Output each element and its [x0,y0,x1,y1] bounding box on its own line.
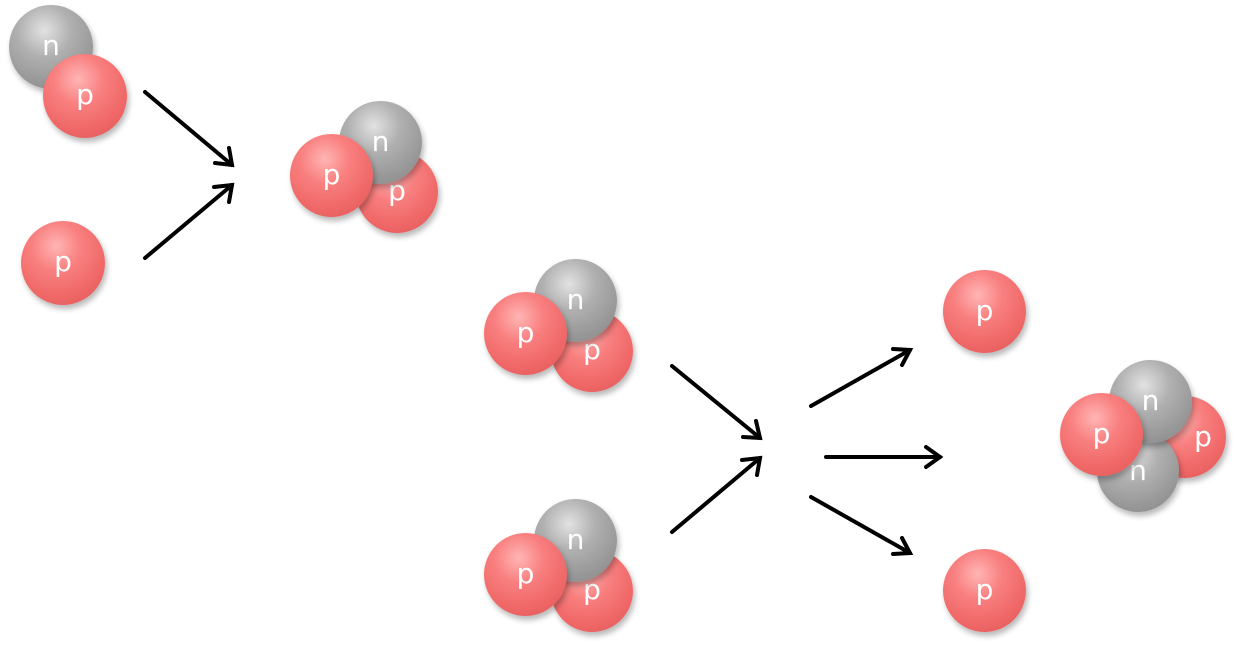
proton: p [43,54,127,138]
proton: p [1060,393,1143,476]
arrow-helium3-top-to-merge [670,364,763,441]
proton: p [290,134,373,217]
proton: p [484,533,567,616]
arrow-proton-to-merge [143,182,235,260]
arrow-to-helium4 [824,445,944,469]
arrow-to-proton-top [809,347,914,408]
arrow-helium3-bottom-to-merge [670,455,763,534]
proton: p [943,270,1026,353]
proton: p [943,549,1026,632]
proton: p [21,221,105,305]
arrow-to-proton-bottom [809,495,914,556]
arrow-deuterium-to-merge [143,90,235,168]
proton: p [484,292,567,375]
